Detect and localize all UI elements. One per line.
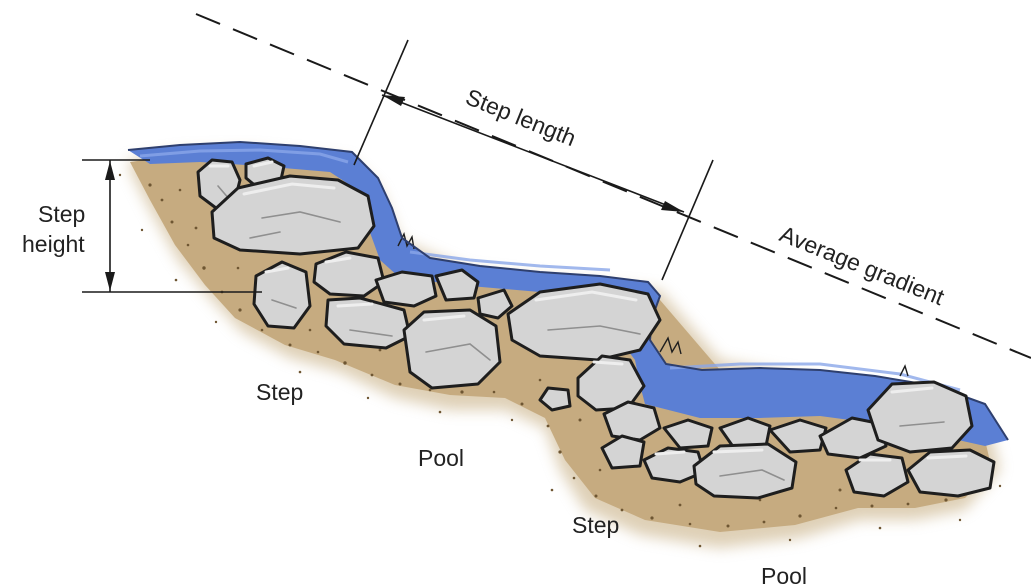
step-length-arrow-right bbox=[661, 201, 684, 212]
step-length-label: Step length bbox=[462, 84, 580, 152]
step-height-label-line2: height bbox=[22, 231, 85, 257]
step-label-upper: Step bbox=[256, 379, 303, 405]
pool-label-upper: Pool bbox=[418, 445, 464, 471]
pool-label-lower: Pool bbox=[761, 563, 807, 588]
average-gradient-label: Average gradient bbox=[776, 221, 948, 311]
step-length-tick-right bbox=[662, 160, 713, 280]
step-height-arrow-top bbox=[105, 161, 115, 180]
rock-lower-big-2 bbox=[868, 382, 972, 452]
step-height-arrow-bottom bbox=[105, 272, 115, 291]
rock-upper-9 bbox=[404, 310, 500, 388]
rock-upper-5 bbox=[376, 272, 436, 306]
step-length-arrow-left bbox=[382, 95, 405, 106]
step-height-label-line1: Step bbox=[38, 201, 85, 227]
step-label-lower: Step bbox=[572, 512, 619, 538]
rock-upper-3 bbox=[254, 262, 310, 328]
rock-upper-big bbox=[212, 176, 374, 254]
